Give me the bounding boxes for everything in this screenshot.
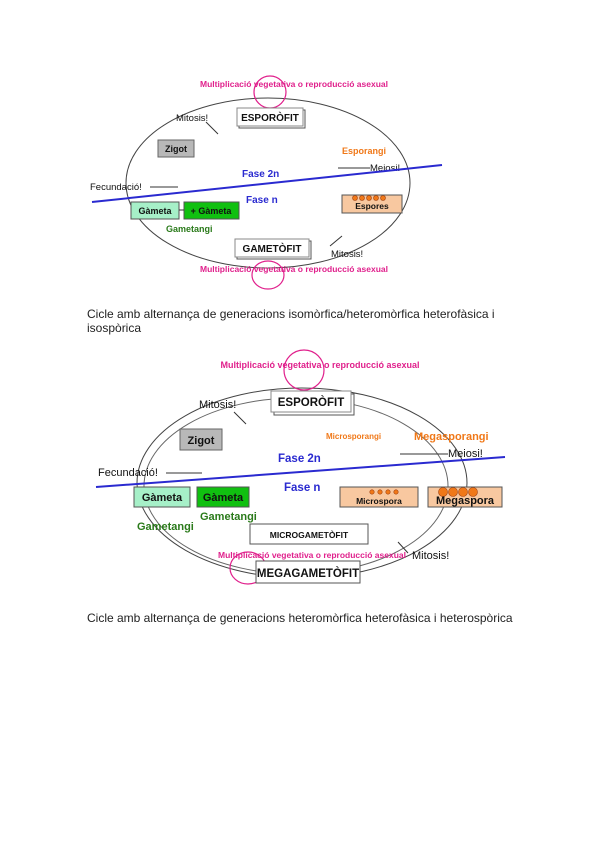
spore-dot-5 bbox=[380, 195, 386, 201]
microgametophyte-label: MICROGAMETÒFIT bbox=[270, 529, 349, 540]
meiosis-label: Meiosi! bbox=[448, 448, 483, 460]
microspore-dot-3 bbox=[385, 489, 391, 495]
phase-n-label: Fase n bbox=[284, 482, 320, 494]
mitosis-label-top: Mitosis! bbox=[199, 399, 236, 411]
zygote-box bbox=[179, 428, 223, 451]
megaspore-dot-2 bbox=[448, 487, 458, 497]
gamete-label-left: Gàmeta bbox=[138, 206, 172, 216]
spore-dot-3 bbox=[366, 195, 372, 201]
life-cycle-diagram-isosporic: Multiplicació vegetativa o reproducció a… bbox=[90, 75, 443, 290]
caption-heterosporic: Cicle amb alternança de generacions hete… bbox=[87, 611, 513, 625]
asexual-loop-bottom bbox=[251, 260, 285, 290]
spores-label: Espores bbox=[355, 201, 389, 211]
gamete-label-right: + Gàmeta bbox=[191, 206, 233, 216]
gametophyte-label: GAMETÒFIT bbox=[243, 242, 302, 255]
asexual-loop-top bbox=[283, 349, 325, 391]
microspore-label: Microspora bbox=[356, 496, 402, 506]
phase-2n-label: Fase 2n bbox=[278, 453, 321, 465]
sporophyte-label: ESPORÒFIT bbox=[278, 396, 344, 409]
gametophyte-box bbox=[234, 238, 310, 258]
sporangium-label: Esporangi bbox=[342, 146, 386, 156]
caption-isosporic: Cicle amb alternança de generacions isom… bbox=[87, 307, 495, 335]
gamete-label-right: Gàmeta bbox=[203, 492, 244, 504]
zygote-label: Zigot bbox=[188, 435, 215, 447]
phase-divider-line bbox=[91, 164, 443, 203]
sporophyte-label: ESPORÒFIT bbox=[241, 111, 299, 124]
microsporangium-label: Microsporangi bbox=[326, 432, 381, 441]
mitosis-tick-top bbox=[205, 121, 219, 135]
gamete-box-left bbox=[133, 486, 191, 508]
sporophyte-box bbox=[270, 390, 352, 413]
cycle-ellipse bbox=[125, 97, 411, 269]
life-cycle-diagram-heterosporic: Multiplicació vegetativa o reproducció a… bbox=[95, 349, 506, 585]
gametangium-label-left: Gametangi bbox=[137, 521, 194, 533]
gametangium-label: Gametangi bbox=[166, 224, 213, 234]
phase-2n-label: Fase 2n bbox=[242, 169, 279, 180]
gamete-label-left: Gàmeta bbox=[142, 492, 183, 504]
megaspore-dot-4 bbox=[468, 487, 478, 497]
mitosis-label-top: Mitosis! bbox=[176, 113, 208, 124]
gamete-box-right bbox=[196, 486, 250, 508]
fertilization-label: Fecundació! bbox=[98, 467, 158, 479]
mitosis-label-bottom: Mitosis! bbox=[412, 550, 449, 562]
mitosis-tick-top bbox=[233, 411, 247, 425]
phase-divider-line bbox=[95, 456, 506, 488]
microspore-dot-1 bbox=[369, 489, 375, 495]
spore-dot-2 bbox=[359, 195, 365, 201]
zygote-box bbox=[157, 139, 195, 158]
multiplication-label-bottom: Multiplicació vegetativa o reproducció a… bbox=[200, 264, 388, 274]
megaspore-dot-1 bbox=[438, 487, 448, 497]
microspore-dot-4 bbox=[393, 489, 399, 495]
megaspore-dot-3 bbox=[458, 487, 468, 497]
spore-dot-4 bbox=[373, 195, 379, 201]
multiplication-label-top: Multiplicació vegetativa o reproducció a… bbox=[220, 360, 419, 370]
gametangium-label-right: Gametangi bbox=[200, 511, 257, 523]
microgametophyte-box bbox=[249, 523, 369, 545]
mitosis-tick-bottom bbox=[329, 235, 343, 247]
meiosis-label: Meiosi! bbox=[370, 163, 400, 174]
zygote-label: Zigot bbox=[165, 144, 187, 154]
mitosis-tick-bottom bbox=[397, 541, 409, 554]
megasporangium-label: Megasporangi bbox=[414, 431, 489, 443]
spore-dot-1 bbox=[352, 195, 358, 201]
microspore-dot-2 bbox=[377, 489, 383, 495]
multiplication-label-top: Multiplicació vegetativa o reproducció a… bbox=[200, 79, 388, 89]
megaspore-label: Megaspora bbox=[436, 495, 495, 507]
multiplication-label-bottom: Multiplicació vegetativa o reproducció a… bbox=[218, 550, 406, 560]
phase-n-label: Fase n bbox=[246, 195, 278, 206]
mitosis-label-bottom: Mitosis! bbox=[331, 249, 363, 260]
fertilization-label: Fecundació! bbox=[90, 182, 142, 193]
megagametophyte-box bbox=[255, 560, 361, 584]
sporophyte-box bbox=[236, 107, 304, 127]
megagametophyte-label: MEGAGAMETÒFIT bbox=[257, 567, 359, 580]
